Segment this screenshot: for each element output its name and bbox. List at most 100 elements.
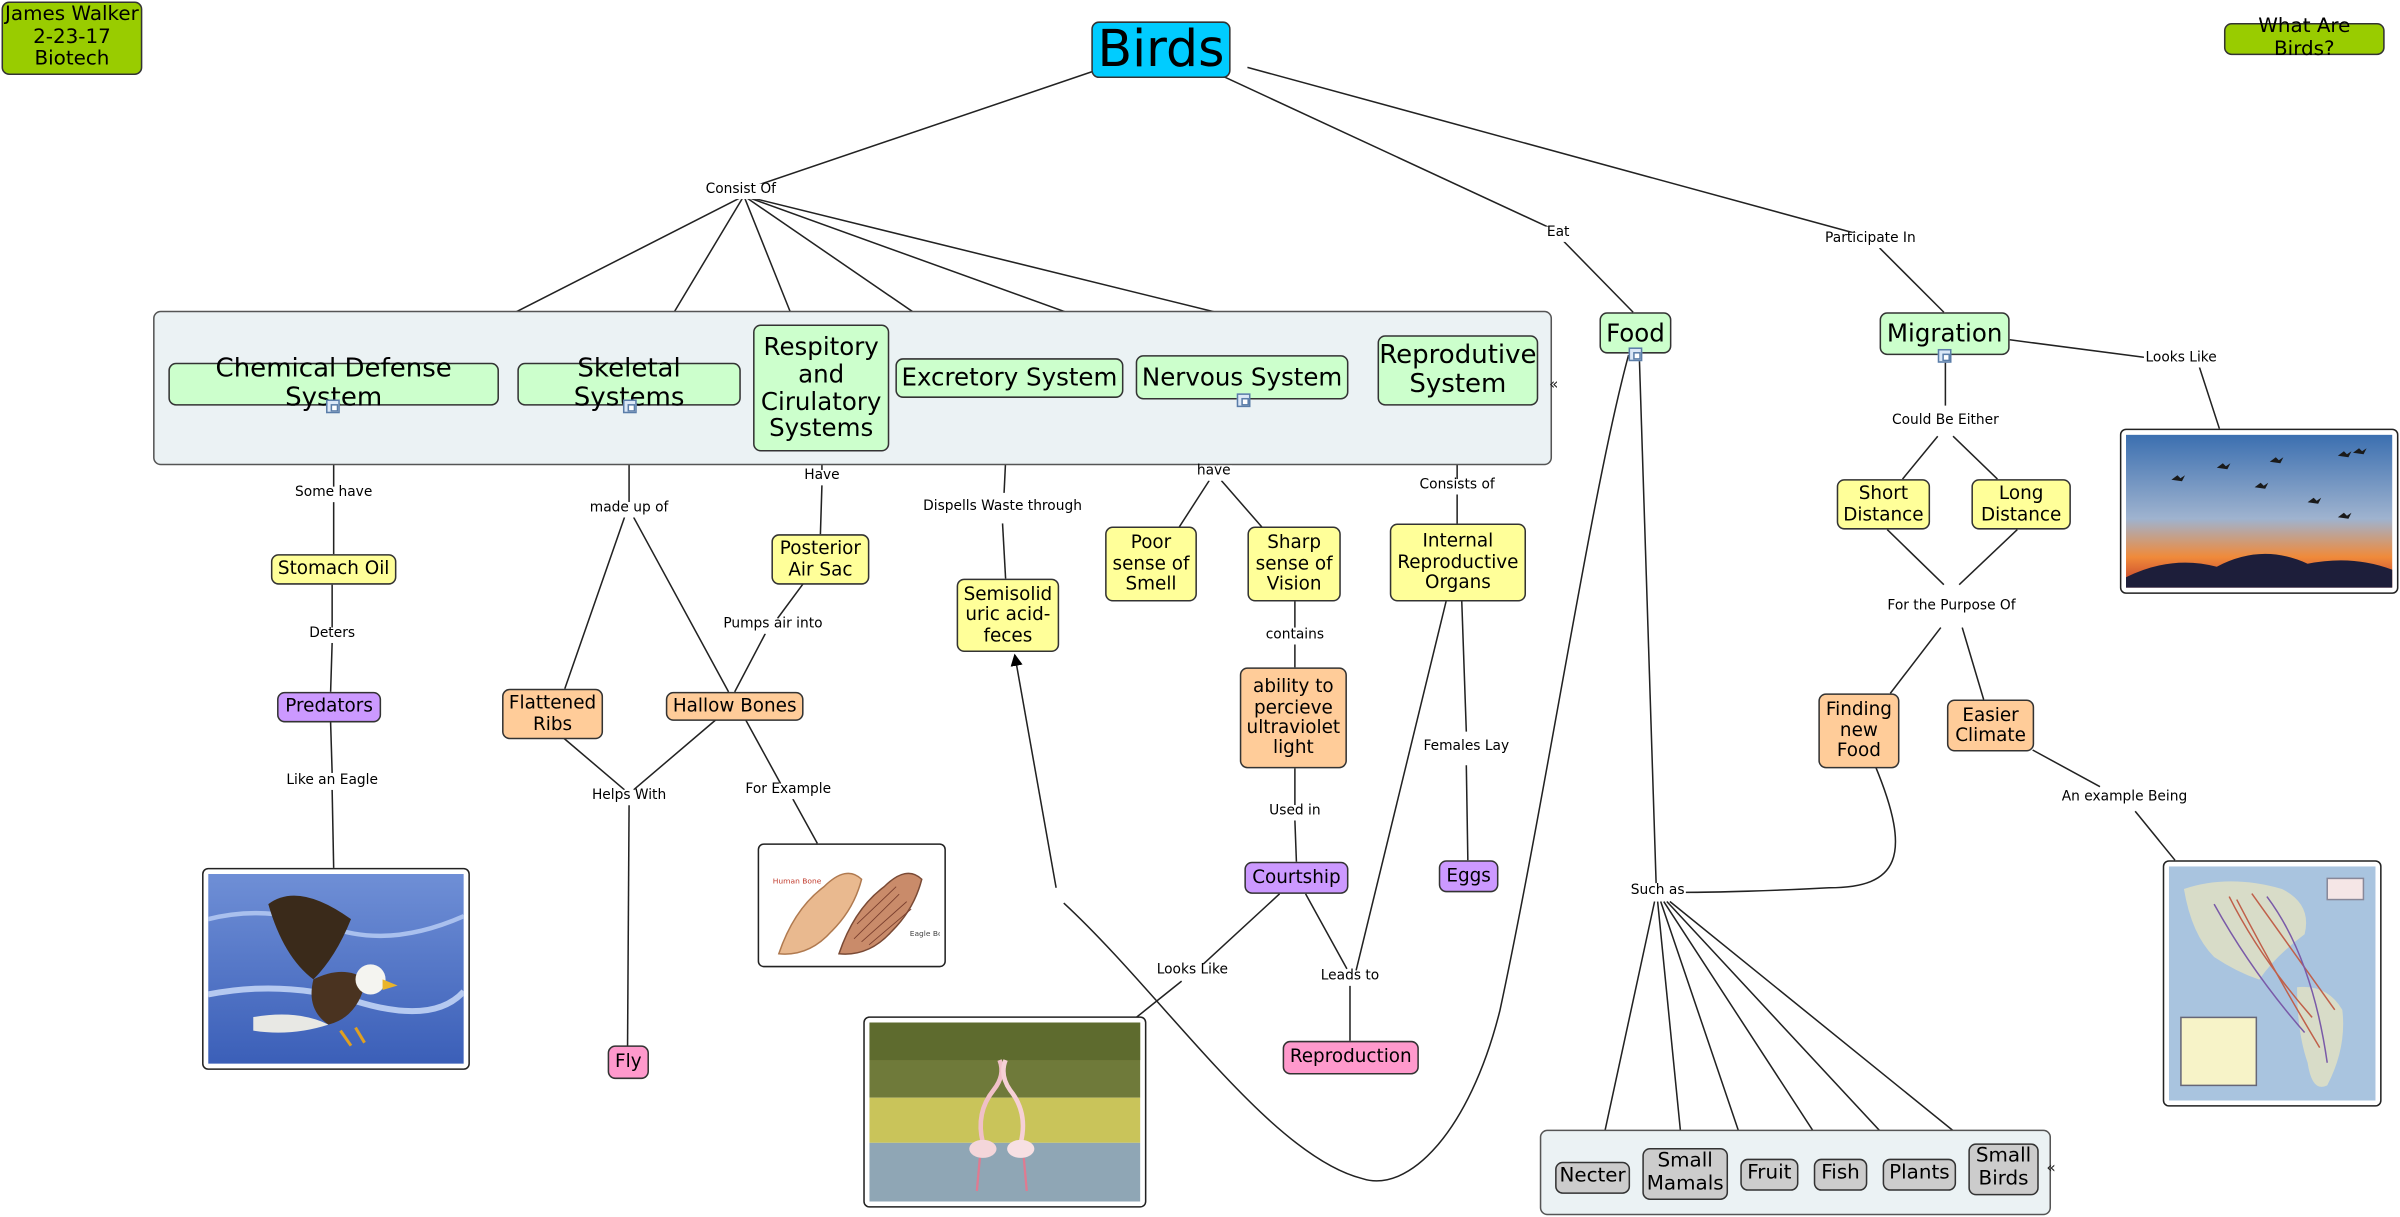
bone-label-human: Human Bone <box>773 877 822 886</box>
migration-map-image <box>2162 860 2382 1107</box>
node-short-distance[interactable]: Short Distance <box>1836 479 1931 530</box>
node-excretory-label: Excretory System <box>901 362 1118 392</box>
nervous-expand-icon[interactable] <box>1236 393 1251 408</box>
chemical-defense-expand-icon[interactable] <box>326 399 340 414</box>
flamingos-photo-icon <box>869 1022 1141 1202</box>
link-pumps-air-into: Pumps air into <box>721 616 825 634</box>
node-reproduction[interactable]: Reproduction <box>1282 1040 1419 1075</box>
eagle-image <box>202 867 470 1070</box>
link-some-have: Some have <box>293 485 374 502</box>
node-predators-label: Predators <box>285 695 373 717</box>
node-respiratory-label: Respitory and Cirulatory Systems <box>760 331 882 443</box>
node-poor-smell-label: Poor sense of Smell <box>1112 531 1190 595</box>
node-sharp-vision[interactable]: Sharp sense of Vision <box>1247 526 1341 602</box>
node-stomach-oil[interactable]: Stomach Oil <box>270 554 397 585</box>
node-stomach-oil-label: Stomach Oil <box>277 557 390 579</box>
node-poor-smell[interactable]: Poor sense of Smell <box>1105 526 1197 602</box>
food-small-birds-label: Small Birds <box>1975 1145 2032 1191</box>
skeletal-expand-icon[interactable] <box>622 399 637 414</box>
food-expand-icon[interactable] <box>1628 347 1643 362</box>
bone-illustration-icon: Human Bone Eagle Bone <box>763 849 940 962</box>
link-participate-in: Participate In <box>1823 231 1918 248</box>
migration-expand-icon[interactable] <box>1937 348 1952 363</box>
node-internal-organs[interactable]: Internal Reproductive Organs <box>1389 523 1527 602</box>
link-looks-like-migration: Looks Like <box>2143 350 2219 368</box>
node-predators[interactable]: Predators <box>277 691 382 723</box>
link-have-nervous: have <box>1195 463 1233 481</box>
question-text: What Are Birds? <box>2258 15 2351 61</box>
node-posterior-air-sac[interactable]: Posterior Air Sac <box>771 534 870 585</box>
node-food[interactable]: Food <box>1599 312 1672 354</box>
node-eggs[interactable]: Eggs <box>1438 860 1499 893</box>
node-migration[interactable]: Migration <box>1879 312 2010 356</box>
node-respiratory[interactable]: Respitory and Cirulatory Systems <box>753 324 890 452</box>
migration-map-icon <box>2168 866 2376 1101</box>
food-small-mamals-label: Small Mamals <box>1646 1150 1724 1196</box>
link-eat: Eat <box>1545 225 1571 242</box>
food-small-birds[interactable]: Small Birds <box>1968 1143 2039 1196</box>
birds-title[interactable]: Birds <box>1091 18 1231 79</box>
node-migration-label: Migration <box>1886 318 2003 348</box>
node-eggs-label: Eggs <box>1446 864 1491 886</box>
collapse-food-icon[interactable]: « <box>2046 1160 2056 1178</box>
node-semisolid-label: Semisolid uric acid-feces <box>963 582 1053 646</box>
link-consist-of: Consist Of <box>704 182 778 199</box>
link-an-example-being: An example Being <box>2060 789 2189 807</box>
node-nervous[interactable]: Nervous System <box>1135 355 1349 400</box>
node-excretory[interactable]: Excretory System <box>895 358 1124 398</box>
node-fly[interactable]: Fly <box>607 1045 649 1080</box>
node-reproduction-label: Reproduction <box>1289 1045 1412 1068</box>
food-small-mamals[interactable]: Small Mamals <box>1642 1147 1729 1200</box>
food-plants-label: Plants <box>1889 1162 1950 1186</box>
birds-title-text: Birds <box>1097 18 1225 79</box>
author-name: James Walker <box>5 3 139 27</box>
bone-label-eagle: Eagle Bone <box>910 929 940 938</box>
link-contains: contains <box>1264 627 1326 645</box>
link-have-respiratory: Have <box>802 468 842 486</box>
link-helps-with: Helps With <box>590 788 668 806</box>
author-date: 2-23-17 <box>33 25 111 49</box>
link-dispells-waste: Dispells Waste through <box>921 499 1084 516</box>
author-class: Biotech <box>34 47 110 71</box>
flamingos-image <box>863 1016 1147 1208</box>
node-ultraviolet[interactable]: ability to percieve ultraviolet light <box>1239 667 1347 769</box>
node-food-label: Food <box>1606 317 1665 347</box>
link-consists-of: Consists of <box>1417 477 1497 495</box>
node-long-distance-label: Long Distance <box>1980 482 2062 525</box>
food-plants[interactable]: Plants <box>1882 1158 1957 1191</box>
link-like-an-eagle: Like an Eagle <box>284 773 380 790</box>
node-courtship-label: Courtship <box>1252 865 1341 888</box>
node-finding-food[interactable]: Finding new Food <box>1818 693 1900 769</box>
collapse-systems-icon[interactable]: « <box>1548 376 1559 394</box>
food-necter[interactable]: Necter <box>1555 1161 1631 1194</box>
node-semisolid[interactable]: Semisolid uric acid-feces <box>956 578 1060 653</box>
node-chemical-defense[interactable]: Chemical Defense System <box>168 354 499 413</box>
node-flattened-ribs-label: Flattened Ribs <box>508 691 597 734</box>
link-leads-to: Leads to <box>1319 968 1381 986</box>
node-ultraviolet-label: ability to percieve ultraviolet light <box>1246 675 1341 759</box>
node-reproductive[interactable]: Reprodutive System <box>1377 335 1539 406</box>
node-easier-climate[interactable]: Easier Climate <box>1946 699 2035 752</box>
node-hallow-bones[interactable]: Hallow Bones <box>665 691 804 721</box>
node-posterior-air-sac-label: Posterior Air Sac <box>779 537 861 580</box>
link-looks-like-flamingo: Looks Like <box>1155 962 1230 980</box>
node-nervous-label: Nervous System <box>1141 362 1343 392</box>
node-long-distance[interactable]: Long Distance <box>1971 479 2071 530</box>
food-fruit-label: Fruit <box>1747 1162 1792 1186</box>
node-courtship[interactable]: Courtship <box>1244 861 1349 894</box>
food-fish[interactable]: Fish <box>1813 1158 1868 1191</box>
link-females-lay: Females Lay <box>1421 739 1511 757</box>
node-flattened-ribs[interactable]: Flattened Ribs <box>502 688 604 740</box>
node-chemical-defense-label: Chemical Defense System <box>215 353 452 414</box>
link-for-example: For Example <box>743 782 833 799</box>
node-fly-label: Fly <box>615 1050 642 1072</box>
node-short-distance-label: Short Distance <box>1843 482 1924 525</box>
link-made-up-of: made up of <box>588 500 670 518</box>
birds-sunset-image <box>2119 428 2399 594</box>
sunset-photo-icon <box>2126 434 2393 588</box>
link-could-be-either: Could Be Either <box>1890 413 2001 431</box>
food-fruit[interactable]: Fruit <box>1740 1158 1799 1191</box>
node-internal-organs-label: Internal Reproductive Organs <box>1397 530 1519 593</box>
link-deters: Deters <box>307 626 357 643</box>
